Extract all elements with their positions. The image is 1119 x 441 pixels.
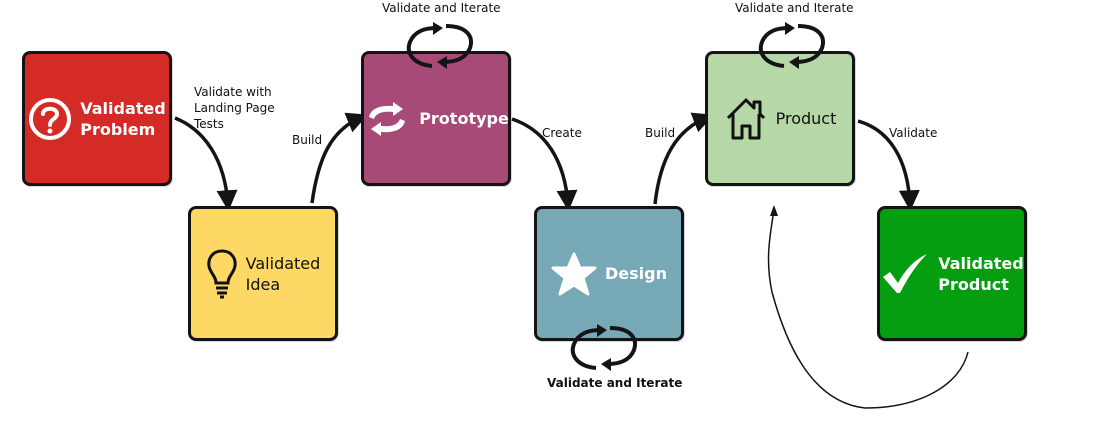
- box-validated-problem: Validated Problem: [22, 51, 172, 186]
- loop-label-product: Validate and Iterate: [735, 1, 854, 15]
- box-design-label: Design: [605, 264, 667, 283]
- edge-label-problem-to-idea-line3: Tests: [194, 117, 224, 131]
- arrow-prototype-to-design: [511, 117, 578, 212]
- loop-label-prototype: Validate and Iterate: [382, 1, 501, 15]
- loop-cycle-icon-prototype: [406, 22, 473, 69]
- star-icon: [551, 252, 597, 296]
- edge-label-problem-to-idea: Validate with Landing Page Tests: [194, 84, 275, 132]
- loop-label-design: Validate and Iterate: [547, 376, 683, 390]
- edge-label-problem-to-idea-line2: Landing Page: [194, 101, 275, 115]
- edge-label-product-to-validated: Validate: [889, 126, 938, 140]
- box-validated-idea: Validated Idea: [188, 206, 338, 341]
- arrow-feedback-loop: [767, 207, 969, 409]
- arrow-feedback-loop-head: [770, 205, 778, 216]
- arrow-problem-to-idea: [174, 116, 238, 212]
- box-product-label: Product: [775, 109, 837, 128]
- question-circle-icon: [28, 97, 72, 141]
- box-validated-product-line2: Product: [938, 274, 1009, 294]
- arrow-product-to-validated: [857, 119, 920, 212]
- edge-label-idea-to-prototype: Build: [292, 133, 323, 147]
- box-validated-idea-line2: Idea: [245, 274, 281, 294]
- lightbulb-icon: [206, 248, 238, 300]
- arrow-design-to-product: [653, 112, 714, 205]
- edge-label-prototype-to-design: Create: [542, 126, 582, 140]
- box-validated-idea-line1: Validated: [245, 253, 321, 273]
- edge-label-problem-to-idea-line1: Validate with: [194, 85, 272, 99]
- loop-cycle-icon-product: [758, 22, 825, 69]
- box-validated-product-line1: Validated: [938, 253, 1024, 273]
- box-validated-problem-line1: Validated: [80, 98, 166, 118]
- box-design: Design: [534, 206, 684, 341]
- box-prototype-label: Prototype: [419, 109, 509, 128]
- box-product: Product: [705, 51, 855, 186]
- house-icon: [724, 96, 768, 142]
- loop-cycle-icon-design: [570, 324, 637, 371]
- checkmark-icon: [880, 252, 930, 296]
- box-validated-problem-line2: Problem: [80, 119, 156, 139]
- box-validated-product: Validated Product: [877, 206, 1027, 341]
- arrow-idea-to-prototype: [310, 112, 368, 204]
- box-prototype: Prototype: [361, 51, 511, 186]
- edge-label-design-to-product: Build: [645, 126, 676, 140]
- refresh-cycle-icon: [363, 101, 411, 136]
